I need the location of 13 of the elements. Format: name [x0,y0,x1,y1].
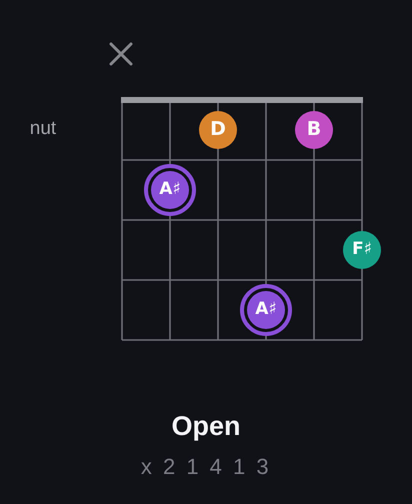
chord-title: Open [171,411,240,441]
note-dot [343,231,381,269]
fret-position-label: nut [30,118,56,139]
root-note-dot [240,284,292,336]
note-name: F♯ [352,241,372,258]
note-name: B [306,120,322,140]
note-name: D [210,120,226,140]
note-name: A♯ [255,301,277,318]
fingering-text: x 2 1 4 1 3 [140,454,272,479]
root-note-dot [144,164,196,216]
note-dot [295,111,333,149]
note-name: A♯ [159,181,181,198]
note-dot [199,111,237,149]
